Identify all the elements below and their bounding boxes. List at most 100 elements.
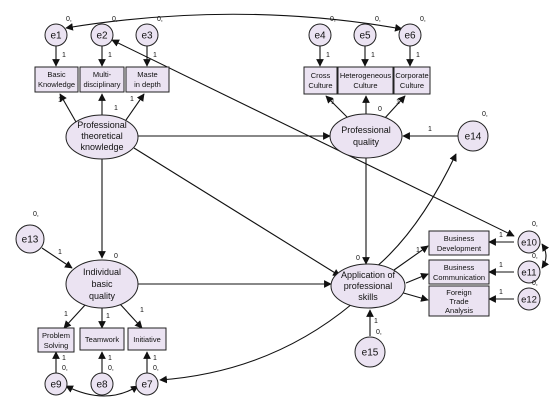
- indicator-label-line: Heterogeneous: [340, 71, 392, 80]
- error-variance-label: 0,: [375, 16, 381, 23]
- indicator-label-line: Analysis: [445, 306, 473, 315]
- error-circle: [90, 23, 114, 47]
- latent-label-line: skills: [358, 292, 378, 302]
- indicator-label-line: Initiative: [133, 335, 161, 344]
- error-circle: [517, 287, 541, 311]
- error-circle: [135, 372, 159, 396]
- loading-pq-corporate-culture: [383, 95, 406, 120]
- loading-label: 1: [130, 96, 134, 103]
- error-path-label: 1: [499, 289, 503, 296]
- error-label: e1: [50, 31, 62, 42]
- indicator-box: [125, 66, 170, 93]
- indicator-box: [34, 66, 79, 93]
- indicator-label-line: Maste: [137, 70, 157, 79]
- indicator-label-line: Multi-: [93, 70, 112, 79]
- indicator-business-communication: Business Communication: [428, 259, 490, 285]
- indicator-label-line: disciplinary: [83, 80, 120, 89]
- error-e5: e5 0,: [353, 16, 381, 47]
- path-e13-ibq: [41, 247, 73, 269]
- indicator-box: [37, 327, 75, 353]
- error-path-label: 1: [371, 52, 375, 59]
- covariance-e9-e7: [65, 385, 139, 397]
- loading-aps-foreign-trade-analysis: [399, 291, 429, 302]
- error-circle: [15, 224, 45, 254]
- error-label: e7: [141, 380, 153, 391]
- latent-professional-quality: Professional quality: [329, 113, 403, 159]
- indicator-label-line: Problem: [42, 331, 70, 340]
- error-circle: [457, 120, 489, 152]
- error-label: e3: [141, 31, 153, 42]
- latent-professional-theoretical-knowledge: Professional theoretical knowledge: [65, 114, 139, 160]
- error-variance-label: 0,: [112, 16, 118, 23]
- indicator-label-line: Solving: [44, 341, 69, 350]
- loading-aps-business-communication: [405, 273, 429, 284]
- error-path-label: 1: [374, 318, 378, 325]
- error-path-label: 1: [153, 355, 157, 362]
- latent-ellipse: [65, 259, 139, 309]
- loading-ptk-basic-knowledge: [59, 93, 77, 123]
- error-path-label: 1: [108, 52, 112, 59]
- loading-ptk-master-in-depth: [125, 93, 145, 121]
- error-e4: e4 0,: [308, 16, 336, 47]
- error-variance-label: 0,: [66, 16, 72, 23]
- loading-label: 1: [114, 105, 118, 112]
- error-e2: e2 0,: [90, 16, 118, 47]
- indicator-label-line: Business: [444, 263, 475, 272]
- error-label: e15: [362, 348, 379, 359]
- covariance-e1-e6: [65, 13, 403, 32]
- indicator-problem-solving: Problem Solving: [37, 327, 75, 353]
- indicator-label-line: Corporate: [395, 71, 428, 80]
- indicator-box: [428, 285, 490, 317]
- error-variance-label: 0,: [157, 16, 163, 23]
- latent-label-line: professional: [344, 281, 393, 291]
- latent-label-line: quality: [89, 291, 116, 301]
- latent-ellipse: [330, 263, 406, 309]
- loading-label: 1: [140, 307, 144, 314]
- error-label: e8: [96, 380, 108, 391]
- error-label: e4: [314, 31, 326, 42]
- error-variance-label: 0,: [532, 221, 538, 228]
- latent-label-line: Professional: [341, 125, 391, 135]
- latent-label-line: Professional: [77, 120, 127, 130]
- error-variance-label: 0,: [330, 16, 336, 23]
- indicator-box: [428, 259, 490, 285]
- error-variance-label: 0,: [420, 16, 426, 23]
- error-variance-label: 0,: [532, 253, 538, 260]
- error-path-label: 1: [499, 232, 503, 239]
- loading-label: 0: [378, 106, 382, 113]
- error-circle: [308, 23, 332, 47]
- error-e7: e7 1 0,: [135, 355, 159, 396]
- edges: [41, 13, 550, 397]
- loading-label: 1: [64, 311, 68, 318]
- error-label: e6: [404, 31, 416, 42]
- indicator-foreign-trade-analysis: Foreign Trade Analysis: [428, 285, 490, 317]
- loading-label: 1: [331, 99, 335, 106]
- indicator-label-line: Culture: [400, 81, 424, 90]
- indicator-label-line: Trade: [449, 297, 468, 306]
- loading-label: 1: [106, 313, 110, 320]
- error-circle: [44, 372, 68, 396]
- latent-ellipse: [329, 113, 403, 159]
- latent-label-line: knowledge: [80, 142, 123, 152]
- error-e6: e6 0,: [398, 16, 426, 47]
- error-e9: e9 1 0,: [44, 355, 68, 396]
- path-aps-e7: [159, 303, 353, 384]
- error-path-label: 1: [58, 249, 62, 256]
- error-e14: e14 0, 1: [428, 111, 489, 152]
- covariance-e10-e11: [541, 243, 550, 269]
- indicator-basic-knowledge: Basic Knowledge: [34, 66, 79, 93]
- latent-label-line: Application of: [341, 270, 396, 280]
- error-e11: e11 0, 1: [499, 253, 541, 284]
- indicator-heterogeneous-culture: Heterogeneous Culture: [337, 66, 394, 95]
- latent-application-of-professional-skills: Application of professional skills 0 1: [330, 247, 420, 309]
- error-e12: e12 0, 1: [499, 280, 541, 311]
- indicator-master-in-depth: Maste in depth: [125, 66, 170, 93]
- latent-ellipse: [65, 114, 139, 160]
- loading-pq-cross-culture: [325, 95, 350, 120]
- latent-individual-basic-quality: Individual basic quality 0: [65, 253, 139, 309]
- error-circle: [135, 23, 159, 47]
- indicator-box: [428, 230, 490, 256]
- error-circle: [353, 23, 377, 47]
- indicator-box: [303, 66, 338, 95]
- indicator-label-line: Foreign: [446, 288, 471, 297]
